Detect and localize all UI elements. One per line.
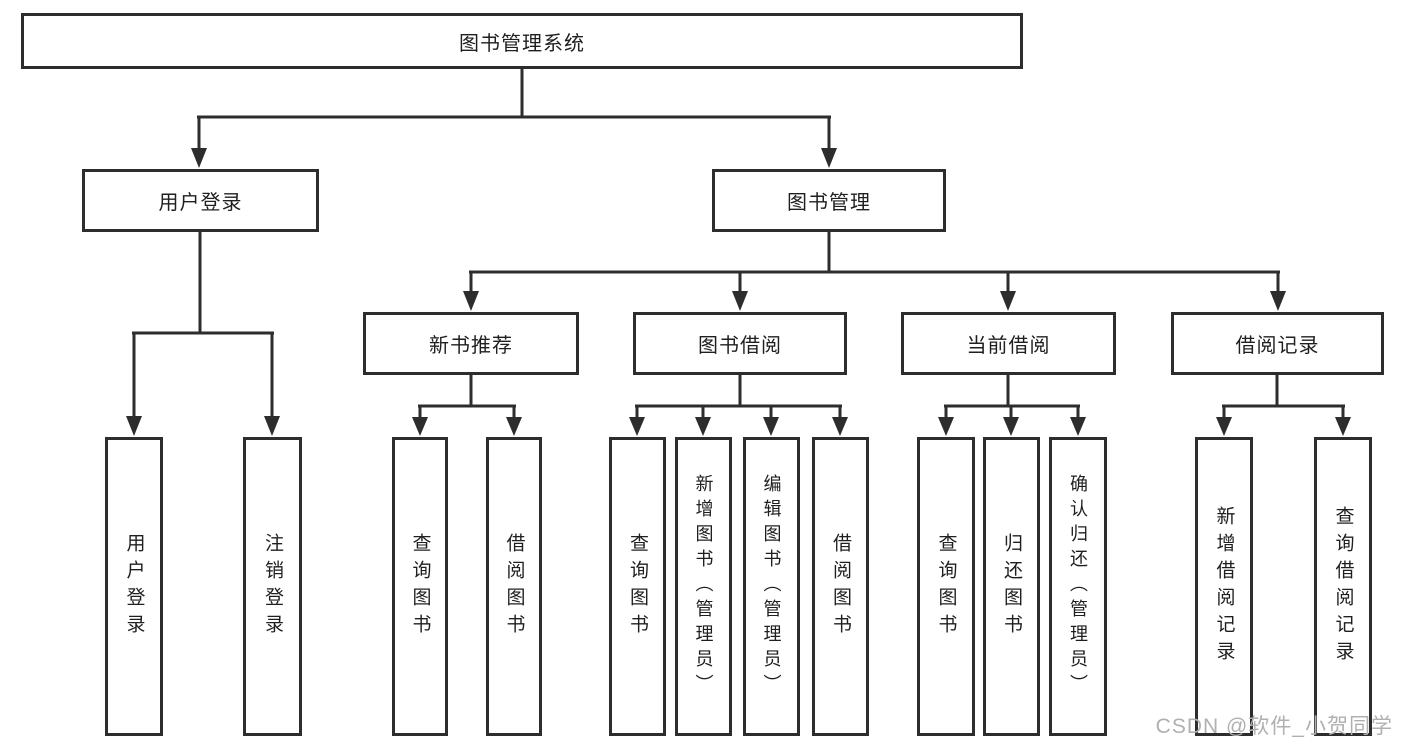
- node-current-borrow: 当前借阅: [901, 312, 1116, 375]
- leaf-add-book-admin-label: 新增图书（管理员）: [693, 474, 714, 699]
- node-current-borrow-label: 当前借阅: [966, 335, 1051, 357]
- leaf-query-borrow-record: 查询借阅记录: [1314, 437, 1372, 736]
- leaf-borrow-query-book-label: 查询图书: [627, 532, 648, 641]
- csdn-watermark: CSDN @软件_小贺同学: [1155, 715, 1393, 738]
- leaf-logout: 注销登录: [243, 437, 302, 736]
- leaf-borrow-borrow-book-label: 借阅图书: [830, 532, 851, 641]
- node-book-borrow-label: 图书借阅: [698, 335, 782, 357]
- leaf-edit-book-admin: 编辑图书（管理员）: [743, 437, 800, 736]
- connector-group4-children: [1222, 375, 1345, 419]
- leaf-user-login-label: 用户登录: [123, 532, 145, 641]
- leaf-logout-label: 注销登录: [262, 532, 283, 641]
- arrowheads-group1: [412, 417, 522, 436]
- arrowheads-groups: [463, 291, 1286, 311]
- leaf-edit-book-admin-label: 编辑图书（管理员）: [761, 474, 782, 699]
- leaf-borrow-borrow-book: 借阅图书: [812, 437, 869, 736]
- connector-manage-to-groups: [469, 232, 1280, 293]
- connector-root-to-level2: [197, 68, 831, 150]
- leaf-recommend-query-book: 查询图书: [392, 437, 448, 736]
- leaf-confirm-return-admin: 确认归还（管理员）: [1049, 437, 1107, 736]
- arrowheads-level2: [191, 148, 837, 168]
- arrowheads-login-children: [126, 416, 280, 436]
- node-new-book-recommend-label: 新书推荐: [429, 335, 513, 357]
- arrowheads-group3: [938, 417, 1086, 436]
- leaf-current-query-book: 查询图书: [917, 437, 975, 736]
- leaf-borrow-query-book: 查询图书: [609, 437, 666, 736]
- connector-group1-children: [418, 375, 516, 419]
- connector-login-children: [132, 232, 274, 418]
- node-new-book-recommend: 新书推荐: [363, 312, 579, 375]
- leaf-recommend-borrow-book-label: 借阅图书: [503, 532, 525, 641]
- leaf-add-borrow-record-label: 新增借阅记录: [1213, 505, 1235, 668]
- node-borrow-record-label: 借阅记录: [1235, 335, 1320, 357]
- leaf-query-borrow-record-label: 查询借阅记录: [1332, 505, 1354, 668]
- node-root-system: 图书管理系统: [21, 13, 1023, 69]
- leaf-current-query-book-label: 查询图书: [935, 532, 957, 641]
- leaf-return-book-label: 归还图书: [1001, 532, 1022, 641]
- arrowheads-group2: [629, 417, 848, 436]
- leaf-user-login: 用户登录: [105, 437, 163, 736]
- leaf-confirm-return-admin-label: 确认归还（管理员）: [1068, 474, 1088, 699]
- node-user-login: 用户登录: [82, 169, 319, 232]
- node-borrow-record: 借阅记录: [1171, 312, 1384, 375]
- node-root-system-label: 图书管理系统: [459, 32, 585, 55]
- leaf-recommend-query-book-label: 查询图书: [409, 532, 431, 641]
- leaf-return-book: 归还图书: [983, 437, 1040, 736]
- node-user-login-label: 用户登录: [158, 192, 243, 214]
- leaf-add-book-admin: 新增图书（管理员）: [675, 437, 732, 736]
- node-book-manage-label: 图书管理: [787, 192, 871, 214]
- leaf-add-borrow-record: 新增借阅记录: [1195, 437, 1253, 736]
- connector-group2-children: [635, 375, 842, 419]
- node-book-borrow: 图书借阅: [633, 312, 847, 375]
- connector-group3-children: [944, 375, 1080, 419]
- node-book-manage: 图书管理: [712, 169, 946, 232]
- arrowheads-group4: [1216, 417, 1351, 436]
- leaf-recommend-borrow-book: 借阅图书: [486, 437, 542, 736]
